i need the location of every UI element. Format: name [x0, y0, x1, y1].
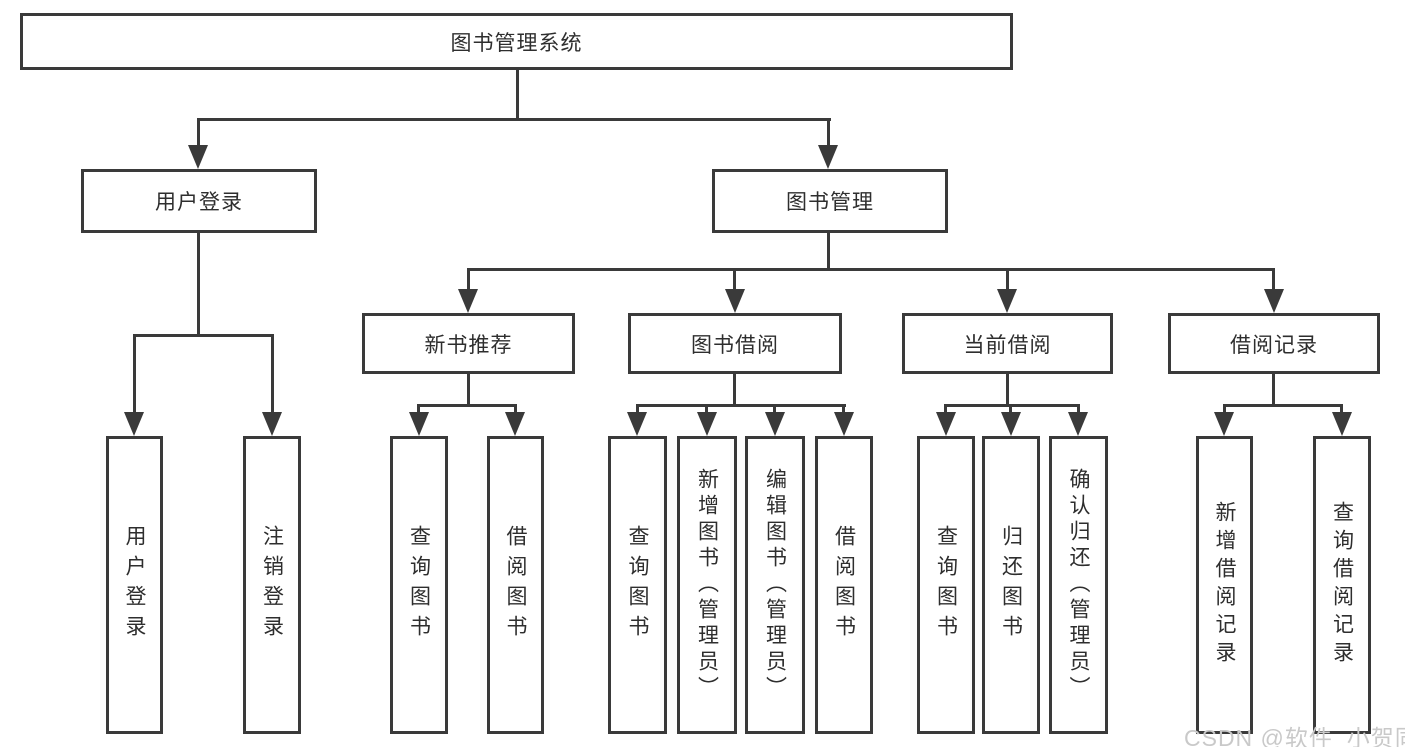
- arrow-down-icon: [1332, 412, 1352, 436]
- node-new-book-recommendation-label: 新书推荐: [424, 333, 513, 357]
- connector-line: [1223, 404, 1343, 407]
- arrow-down-icon: [1001, 412, 1021, 436]
- node-user-login-label: 用户登录: [155, 191, 243, 214]
- leaf-query-books-recommend: 查询图书: [390, 436, 448, 734]
- leaf-query-books-borrowing-label: 查询图书: [626, 525, 649, 645]
- connector-line: [516, 70, 519, 121]
- node-book-borrowing-label: 图书借阅: [691, 333, 779, 357]
- leaf-query-books-current-label: 查询图书: [934, 525, 958, 645]
- arrow-down-icon: [409, 412, 429, 436]
- arrow-down-icon: [1214, 412, 1234, 436]
- connector-line: [944, 407, 947, 415]
- leaf-query-borrow-record-label: 查询借阅记录: [1330, 501, 1354, 669]
- node-borrowing-records: 借阅记录: [1168, 313, 1380, 374]
- connector-line: [1223, 407, 1226, 415]
- node-current-borrowing: 当前借阅: [902, 313, 1113, 374]
- connector-line: [1272, 374, 1275, 407]
- leaf-query-books-borrowing: 查询图书: [608, 436, 667, 734]
- leaf-borrow-books-label: 借阅图书: [832, 525, 856, 645]
- node-current-borrowing-label: 当前借阅: [963, 333, 1052, 357]
- connector-line: [417, 407, 420, 415]
- arrow-down-icon: [936, 412, 956, 436]
- arrow-down-icon: [188, 145, 208, 169]
- node-root: 图书管理系统: [20, 13, 1013, 70]
- connector-line: [636, 407, 639, 415]
- connector-line: [705, 407, 708, 415]
- connector-line: [1272, 271, 1275, 291]
- leaf-confirm-return-admin-label: 确认归还（管理员）: [1067, 468, 1090, 702]
- connector-line: [197, 121, 200, 149]
- node-book-borrowing: 图书借阅: [628, 313, 842, 374]
- connector-line: [733, 271, 736, 291]
- connector-line: [773, 407, 776, 415]
- leaf-query-borrow-record: 查询借阅记录: [1313, 436, 1371, 734]
- connector-line: [944, 404, 1080, 407]
- arrow-down-icon: [262, 412, 282, 436]
- arrow-down-icon: [834, 412, 854, 436]
- arrow-down-icon: [1264, 289, 1284, 313]
- arrow-down-icon: [458, 289, 478, 313]
- leaf-return-books: 归还图书: [982, 436, 1040, 734]
- leaf-add-borrow-record-label: 新增借阅记录: [1213, 501, 1236, 669]
- leaf-add-book-admin: 新增图书（管理员）: [677, 436, 737, 734]
- leaf-logout-label: 注销登录: [260, 525, 284, 645]
- leaf-return-books-label: 归还图书: [999, 525, 1023, 645]
- connector-line: [1077, 407, 1080, 415]
- connector-line: [827, 233, 830, 271]
- leaf-edit-book-admin: 编辑图书（管理员）: [745, 436, 805, 734]
- connector-line: [197, 233, 200, 337]
- arrow-down-icon: [505, 412, 525, 436]
- leaf-borrow-books-recommend-label: 借阅图书: [504, 525, 527, 645]
- leaf-query-books-current: 查询图书: [917, 436, 975, 734]
- node-borrowing-records-label: 借阅记录: [1230, 333, 1318, 357]
- connector-line: [271, 337, 274, 415]
- connector-line: [133, 334, 274, 337]
- node-root-label: 图书管理系统: [450, 31, 583, 55]
- connector-line: [467, 268, 1275, 271]
- arrow-down-icon: [124, 412, 144, 436]
- watermark: CSDN @软件_小贺同学: [1184, 725, 1405, 747]
- leaf-user-login: 用户登录: [106, 436, 163, 734]
- arrow-down-icon: [1068, 412, 1088, 436]
- arrow-down-icon: [725, 289, 745, 313]
- leaf-confirm-return-admin: 确认归还（管理员）: [1049, 436, 1108, 734]
- leaf-query-books-recommend-label: 查询图书: [407, 525, 431, 645]
- node-book-management-label: 图书管理: [786, 191, 874, 214]
- arrow-down-icon: [765, 412, 785, 436]
- connector-line: [842, 407, 845, 415]
- connector-line: [514, 407, 517, 415]
- connector-line: [733, 374, 736, 407]
- leaf-borrow-books: 借阅图书: [815, 436, 873, 734]
- leaf-add-book-admin-label: 新增图书（管理员）: [695, 468, 719, 702]
- connector-line: [1006, 271, 1009, 291]
- connector-line: [417, 404, 517, 407]
- connector-line: [636, 404, 846, 407]
- leaf-logout: 注销登录: [243, 436, 301, 734]
- connector-line: [1340, 407, 1343, 415]
- leaf-user-login-label: 用户登录: [123, 525, 146, 645]
- arrow-down-icon: [818, 145, 838, 169]
- connector-line: [467, 271, 470, 291]
- arrow-down-icon: [627, 412, 647, 436]
- arrow-down-icon: [997, 289, 1017, 313]
- arrow-down-icon: [697, 412, 717, 436]
- connector-line: [133, 337, 136, 415]
- leaf-add-borrow-record: 新增借阅记录: [1196, 436, 1253, 734]
- connector-line: [1006, 374, 1009, 407]
- leaf-edit-book-admin-label: 编辑图书（管理员）: [763, 468, 787, 702]
- connector-line: [467, 374, 470, 407]
- node-user-login: 用户登录: [81, 169, 317, 233]
- node-new-book-recommendation: 新书推荐: [362, 313, 575, 374]
- connector-line: [827, 121, 830, 149]
- connector-line: [197, 118, 831, 121]
- leaf-borrow-books-recommend: 借阅图书: [487, 436, 544, 734]
- node-book-management: 图书管理: [712, 169, 948, 233]
- connector-line: [1009, 407, 1012, 415]
